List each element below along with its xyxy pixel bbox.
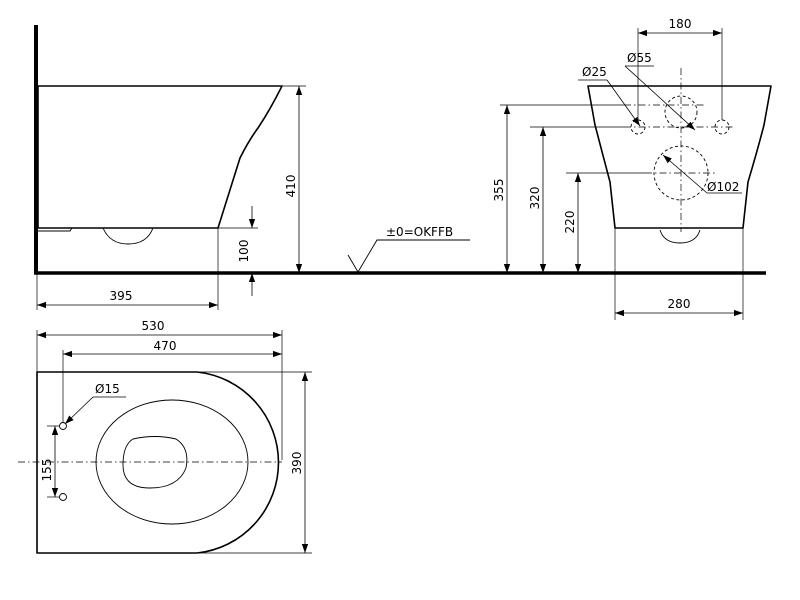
rear-view: 180 Ø25 Ø55 Ø102 355 320 220 280 [492,17,772,320]
top-view-outline [36,371,280,554]
rear-view-outlet [659,229,701,244]
side-view-outlet [102,227,154,245]
side-view-bowl-outline [37,85,283,229]
rear-hole-large [653,145,709,201]
leader-d15 [64,396,94,425]
dim-label-d55: Ø55 [627,51,652,65]
side-view-base [38,227,73,232]
rear-hole-medium [664,95,698,129]
dim-label-220: 220 [563,211,577,234]
leader-d25 [606,79,641,127]
leader-d102 [662,154,708,194]
dim-label-355: 355 [492,179,506,202]
side-view: 410 100 395 ±0=OKFFB [36,85,470,310]
dim-label-395: 395 [110,289,133,303]
top-view: 530 470 Ø15 155 390 [18,319,312,554]
dim-label-390: 390 [290,452,304,475]
floor-level-symbol [347,239,470,273]
dim-label-d102: Ø102 [707,180,739,194]
dim-label-410: 410 [284,175,298,198]
dim-label-155: 155 [40,459,54,482]
dim-label-280: 280 [668,297,691,311]
rear-hole-small-right [714,119,730,135]
leader-d55 [624,65,696,131]
rear-view-bowl-outline [587,85,772,229]
dim-label-d15: Ø15 [95,382,120,396]
dim-label-320: 320 [528,187,542,210]
dim-label-470: 470 [154,339,177,353]
dim-label-530: 530 [142,319,165,333]
floor-level-label: ±0=OKFFB [386,225,453,239]
rear-hole-small-left [630,119,646,135]
dim-label-d25: Ø25 [582,65,607,79]
dim-label-100: 100 [237,240,251,263]
dim-label-180: 180 [669,17,692,31]
